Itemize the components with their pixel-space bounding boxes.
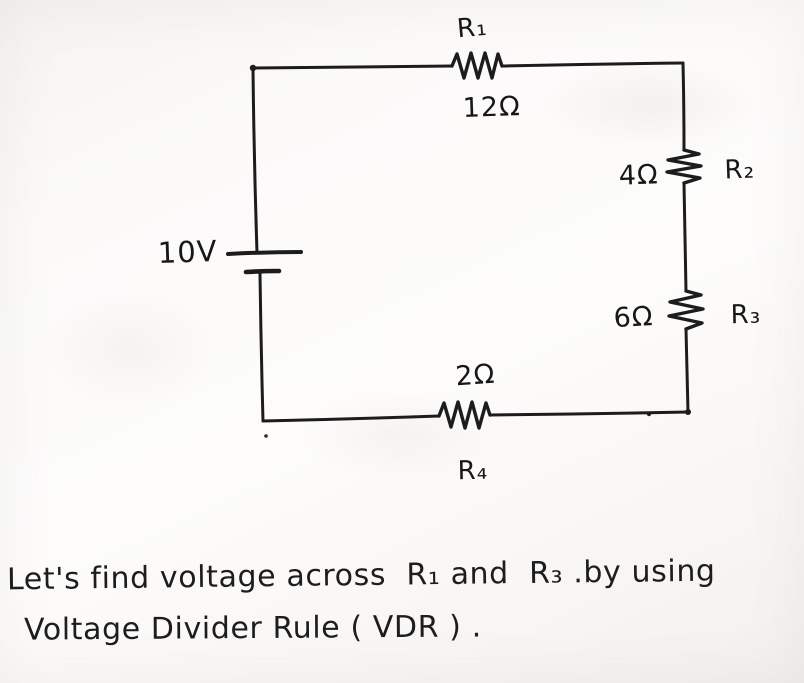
ink-dot [646, 411, 652, 417]
caption-line-2: Voltage Divider Rule ( VDR ) . [23, 609, 482, 648]
ink-dot [249, 64, 257, 72]
resistor-r1-symbol [450, 51, 504, 80]
ink-dot [685, 409, 691, 415]
resistor-r1-value: 12Ω [462, 91, 521, 124]
resistor-r3-name: R₃ [730, 300, 761, 331]
wire-bottom-left [261, 414, 441, 423]
wire-top-right [500, 61, 685, 68]
battery-negative-plate [243, 268, 282, 275]
resistor-r3-symbol [667, 289, 705, 331]
resistor-r4-symbol [437, 400, 492, 430]
resistor-r4-name: R₄ [457, 456, 488, 487]
resistor-r2-name: R₂ [724, 154, 756, 185]
battery-positive-plate [226, 250, 303, 256]
resistor-r3-value: 6Ω [613, 301, 654, 334]
resistor-r2-value: 4Ω [618, 159, 659, 191]
wire-right-middle [682, 181, 688, 293]
wire-left-upper [251, 67, 259, 255]
battery-voltage-label: 10V [157, 234, 218, 270]
wire-right-lower [684, 327, 690, 414]
ink-dot [264, 434, 268, 438]
resistor-r2-symbol [665, 148, 703, 185]
wire-left-lower [258, 272, 265, 423]
wire-top-left [251, 64, 454, 70]
caption-line-1: Let's find voltage across R₁ and R₃ .by … [6, 553, 716, 598]
wire-bottom-right [488, 410, 690, 417]
circuit-diagram: 10V R₁ 12Ω 4Ω R₂ 6Ω R₃ 2Ω R₄ [157, 12, 761, 487]
resistor-r4-value: 2Ω [454, 359, 496, 393]
wire-right-upper [681, 61, 686, 152]
resistor-r1-name: R₁ [456, 12, 489, 45]
